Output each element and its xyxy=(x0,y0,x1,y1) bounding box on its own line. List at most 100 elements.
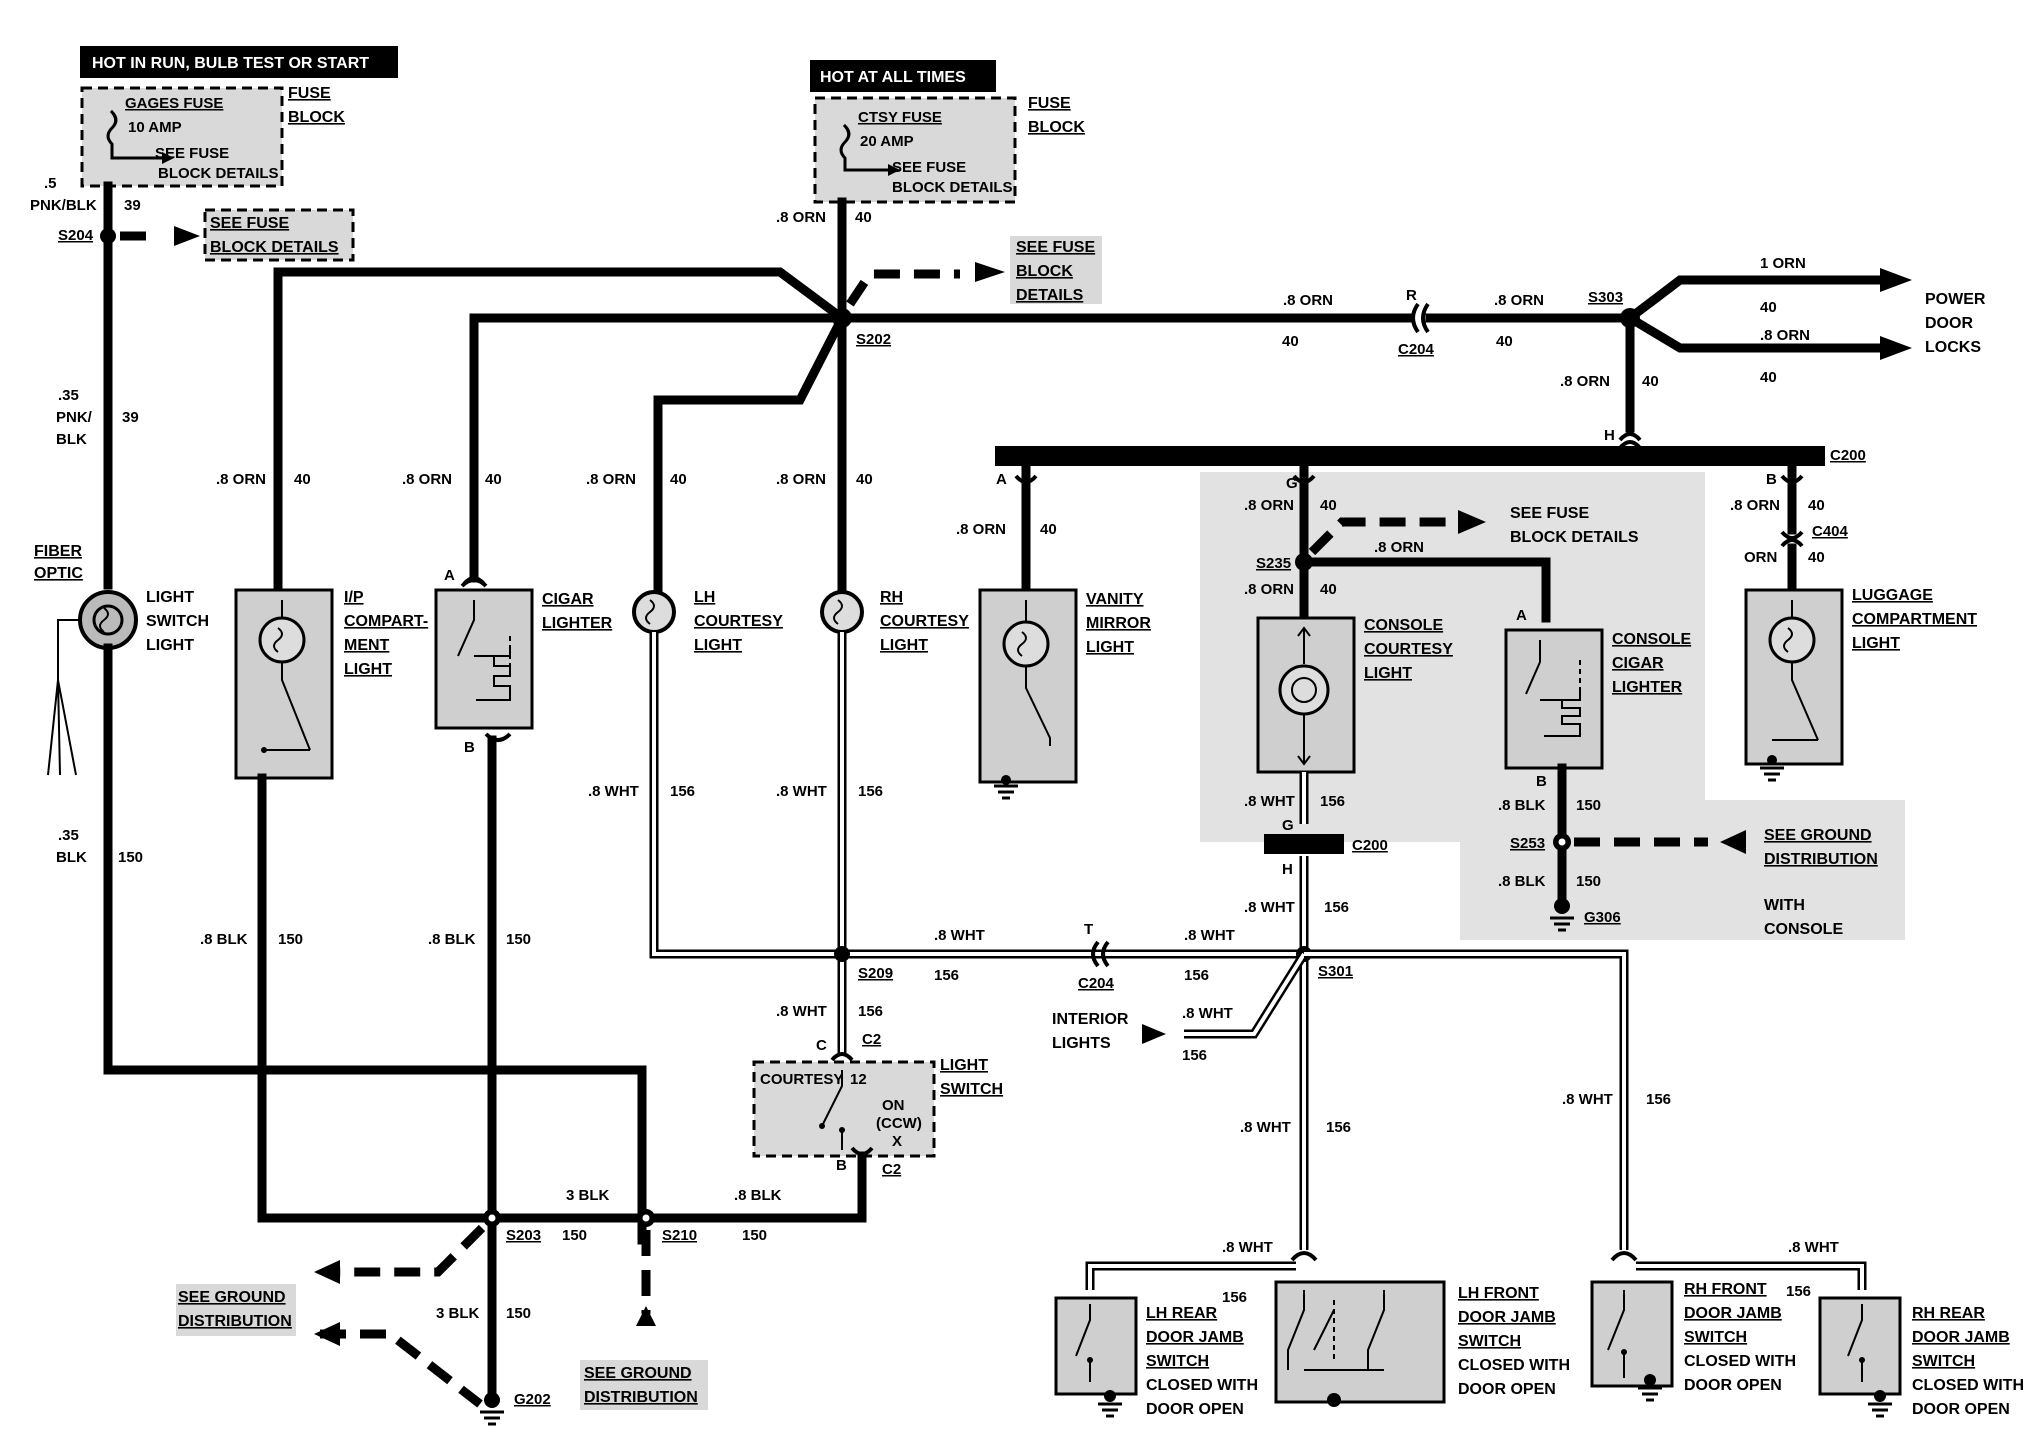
pin-a-vanity: A xyxy=(996,471,1007,488)
svg-text:40: 40 xyxy=(1808,497,1825,514)
svg-text:40: 40 xyxy=(1040,521,1057,538)
pin-b-luggage: B xyxy=(1766,471,1777,488)
svg-text:BLOCK DETAILS: BLOCK DETAILS xyxy=(1510,529,1639,546)
svg-text:40: 40 xyxy=(1320,497,1337,514)
svg-text:CIGAR: CIGAR xyxy=(542,591,594,608)
svg-text:MENT: MENT xyxy=(344,637,390,654)
svg-text:39: 39 xyxy=(124,197,141,214)
svg-text:LUGGAGE: LUGGAGE xyxy=(1852,587,1933,604)
svg-text:156: 156 xyxy=(1646,1091,1671,1108)
rh-rear-door-jamb-switch xyxy=(1818,1296,1902,1418)
svg-text:RH: RH xyxy=(880,589,903,606)
svg-text:156: 156 xyxy=(1222,1289,1247,1306)
svg-text:.8 BLK: .8 BLK xyxy=(428,931,476,948)
svg-text:BLK: BLK xyxy=(56,849,87,866)
svg-text:LIGHT: LIGHT xyxy=(344,661,392,678)
svg-text:.8 ORN: .8 ORN xyxy=(956,521,1006,538)
svg-text:DOOR JAMB: DOOR JAMB xyxy=(1146,1329,1244,1346)
svg-text:RH REAR: RH REAR xyxy=(1912,1305,1985,1322)
splice-s253-label: S253 xyxy=(1510,835,1545,852)
svg-text:156: 156 xyxy=(1786,1283,1811,1300)
svg-text:FIBER: FIBER xyxy=(34,543,82,560)
connector-c2-bottom: C2 xyxy=(882,1161,901,1178)
svg-text:40: 40 xyxy=(1760,369,1777,386)
svg-text:.8 WHT: .8 WHT xyxy=(588,783,639,800)
svg-text:150: 150 xyxy=(506,931,531,948)
svg-text:DISTRIBUTION: DISTRIBUTION xyxy=(1764,851,1878,868)
connector-c200-label: C200 xyxy=(1830,447,1866,464)
svg-text:156: 156 xyxy=(1320,793,1345,810)
splice-s204 xyxy=(100,228,116,244)
ground-g306-label: G306 xyxy=(1584,909,1621,926)
svg-text:40: 40 xyxy=(485,471,502,488)
svg-text:LIGHT: LIGHT xyxy=(1086,639,1134,656)
svg-text:39: 39 xyxy=(122,409,139,426)
svg-text:LIGHT: LIGHT xyxy=(146,589,194,606)
svg-text:FUSE: FUSE xyxy=(288,85,331,102)
svg-text:CLOSED WITH: CLOSED WITH xyxy=(1684,1353,1796,1370)
gages-fuse-block: GAGES FUSE 10 AMP SEE FUSE BLOCK DETAILS… xyxy=(80,85,345,188)
ground-g202-symbol xyxy=(480,1392,504,1426)
svg-text:150: 150 xyxy=(278,931,303,948)
svg-text:40: 40 xyxy=(855,209,872,226)
svg-text:156: 156 xyxy=(1182,1047,1207,1064)
svg-text:CLOSED WITH: CLOSED WITH xyxy=(1146,1377,1258,1394)
pin-a-console: A xyxy=(1516,607,1527,624)
svg-text:I/P: I/P xyxy=(344,589,364,606)
svg-text:SEE FUSE: SEE FUSE xyxy=(1016,239,1095,256)
svg-text:WITH: WITH xyxy=(1764,897,1805,914)
lh-rear-door-jamb-switch xyxy=(1054,1296,1138,1418)
svg-text:HOT AT ALL TIMES: HOT AT ALL TIMES xyxy=(820,69,966,86)
svg-text:DETAILS: DETAILS xyxy=(1016,287,1084,304)
svg-text:DOOR OPEN: DOOR OPEN xyxy=(1912,1401,2010,1418)
luggage-compartment-light xyxy=(1744,588,1844,782)
svg-text:.8 WHT: .8 WHT xyxy=(1244,899,1295,916)
svg-text:.8 BLK: .8 BLK xyxy=(200,931,248,948)
svg-text:LIGHTER: LIGHTER xyxy=(1612,679,1683,696)
svg-text:40: 40 xyxy=(1808,549,1825,566)
svg-text:.8 WHT: .8 WHT xyxy=(934,927,985,944)
svg-text:.8 WHT: .8 WHT xyxy=(776,783,827,800)
svg-text:COURTESY: COURTESY xyxy=(760,1071,843,1088)
svg-text:BLK: BLK xyxy=(56,431,87,448)
svg-text:150: 150 xyxy=(1576,797,1601,814)
svg-text:.5: .5 xyxy=(44,175,57,192)
splice-s301-label: S301 xyxy=(1318,963,1353,980)
svg-text:COMPARTMENT: COMPARTMENT xyxy=(1852,611,1977,628)
svg-text:SEE FUSE: SEE FUSE xyxy=(210,215,289,232)
svg-text:.8 WHT: .8 WHT xyxy=(776,1003,827,1020)
ground-g202-label: G202 xyxy=(514,1391,551,1408)
svg-text:CONSOLE: CONSOLE xyxy=(1364,617,1443,634)
connector-c204-lower-label: C204 xyxy=(1078,975,1115,992)
svg-text:LIGHT: LIGHT xyxy=(1364,665,1412,682)
svg-text:OPTIC: OPTIC xyxy=(34,565,83,582)
svg-text:156: 156 xyxy=(1326,1119,1351,1136)
svg-text:40: 40 xyxy=(1496,333,1513,350)
svg-text:CLOSED WITH: CLOSED WITH xyxy=(1458,1357,1570,1374)
svg-text:LIGHT: LIGHT xyxy=(146,637,194,654)
svg-text:SEE FUSE: SEE FUSE xyxy=(892,159,966,176)
pin-b-console: B xyxy=(1536,773,1547,790)
splice-s203-label: S203 xyxy=(506,1227,541,1244)
svg-text:.8 ORN: .8 ORN xyxy=(1730,497,1780,514)
svg-text:.8 BLK: .8 BLK xyxy=(734,1187,782,1204)
svg-text:DISTRIBUTION: DISTRIBUTION xyxy=(584,1389,698,1406)
svg-text:LIGHTER: LIGHTER xyxy=(542,615,613,632)
svg-text:.8 ORN: .8 ORN xyxy=(216,471,266,488)
splice-s202-label: S202 xyxy=(856,331,891,348)
svg-text:LH FRONT: LH FRONT xyxy=(1458,1285,1539,1302)
svg-text:SWITCH: SWITCH xyxy=(1912,1353,1975,1370)
banner-hot-at-all-times: HOT AT ALL TIMES xyxy=(810,60,996,92)
connector-c204-label: C204 xyxy=(1398,341,1435,358)
svg-text:SEE FUSE: SEE FUSE xyxy=(155,145,229,162)
svg-text:.8 WHT: .8 WHT xyxy=(1240,1119,1291,1136)
svg-text:40: 40 xyxy=(294,471,311,488)
svg-text:PNK/BLK: PNK/BLK xyxy=(30,197,97,214)
svg-text:.8 ORN: .8 ORN xyxy=(1283,292,1333,309)
rh-front-door-jamb-switch xyxy=(1590,1280,1674,1402)
svg-text:LH REAR: LH REAR xyxy=(1146,1305,1218,1322)
light-switch: COURTESY 12 ON (CCW) X xyxy=(752,1060,936,1158)
connector-c404-label: C404 xyxy=(1812,523,1849,540)
pin-b-cigar: B xyxy=(464,739,475,756)
svg-text:156: 156 xyxy=(858,783,883,800)
